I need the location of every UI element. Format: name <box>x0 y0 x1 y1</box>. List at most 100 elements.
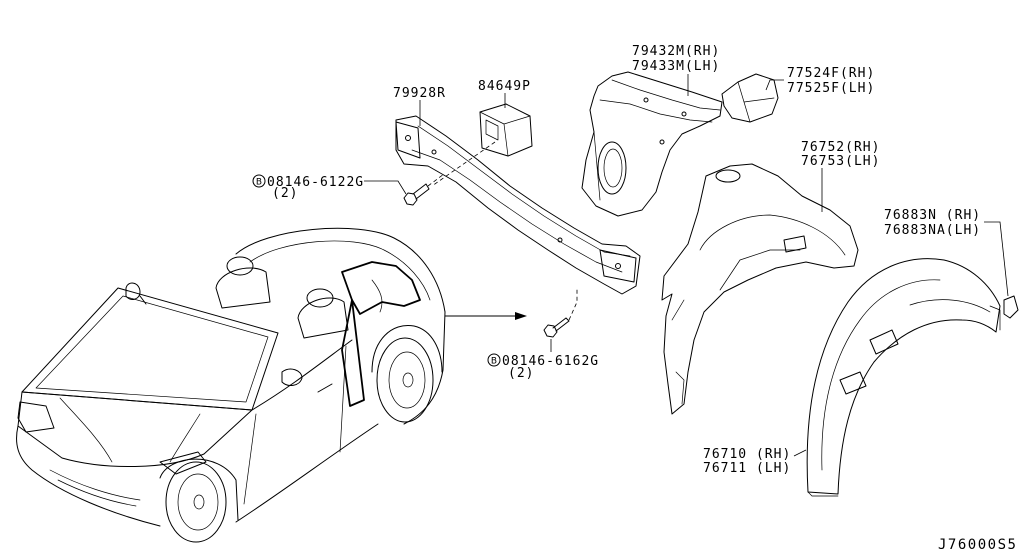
upper-panel-opening-inner <box>603 148 623 188</box>
car-left-headlight <box>17 401 55 433</box>
bracket-install-line <box>431 141 496 187</box>
bolt-upper-shank <box>412 183 430 200</box>
cross-member-hole <box>405 135 411 141</box>
inner-wheel-house-lh-label[interactable]: 76753(LH) <box>801 154 880 169</box>
cross-member-label[interactable]: 79928R <box>393 86 446 101</box>
wheel-house-liner-rh-label[interactable]: 76710 (RH) <box>703 447 791 462</box>
car-driver-headrest <box>306 288 334 308</box>
car-hood <box>17 391 253 468</box>
bolt-upper-install-line <box>427 173 445 187</box>
upper-bracket-part <box>721 73 779 123</box>
upper-panel-body <box>581 71 723 217</box>
bolt-upper-qty: (2) <box>272 186 298 201</box>
upper-bracket-rh-label[interactable]: 77524F(RH) <box>787 66 875 81</box>
upper-panel-lh-label[interactable]: 79433M(LH) <box>632 59 720 74</box>
car-rear-inner-structure-highlight <box>341 261 421 315</box>
upper-panel-hole <box>681 111 687 117</box>
wheel-house-liner-lh-label[interactable]: 76711 (LH) <box>703 461 791 476</box>
leader-bolt-upper <box>364 180 407 195</box>
upper-panel-opening <box>597 141 627 195</box>
car-rear-hub <box>402 372 414 388</box>
leader-lines <box>364 74 1009 457</box>
cross-member-hole <box>557 237 563 243</box>
upper-panel-side-edge <box>593 131 601 201</box>
car-rear-tire <box>376 337 434 423</box>
mount-bracket-body <box>479 103 533 157</box>
bolt-lower-install-line <box>568 288 578 321</box>
wheel-house-liner-flange <box>807 305 1001 497</box>
clip-rh-label[interactable]: 76883N (RH) <box>884 208 981 223</box>
car-front-tire <box>165 461 227 543</box>
upper-panel-rh-label[interactable]: 79432M(RH) <box>632 44 720 59</box>
car-illustration <box>16 227 446 543</box>
car-rocker-panel <box>235 423 379 523</box>
car-front-fender-arch <box>159 458 239 521</box>
car-rear-pillar-highlight <box>341 299 365 407</box>
bolt-upper-part <box>403 183 430 206</box>
car-rear-deck <box>235 227 446 313</box>
leader-upper-bracket <box>765 79 784 91</box>
cross-member-hole <box>615 263 621 269</box>
wheel-house-liner-body <box>806 258 1001 495</box>
leader-wheel-house-liner <box>793 449 807 457</box>
diagram-code: J76000S5 <box>938 537 1017 553</box>
bolt-lower-shank <box>552 317 570 332</box>
cross-member-end-bracket <box>599 249 637 283</box>
cross-member-hole <box>431 149 437 155</box>
wheel-house-liner-pad <box>869 329 899 355</box>
upper-panel-shelf <box>599 99 713 123</box>
car-front-rim <box>177 473 219 531</box>
clip-part <box>1003 295 1019 319</box>
bolt-lower-label[interactable]: 08146-6162G <box>502 354 599 369</box>
car-front-grille <box>49 469 141 507</box>
upper-bracket-lh-label[interactable]: 77525F(LH) <box>787 81 875 96</box>
inner-wheel-house-body <box>661 163 859 415</box>
car-right-mirror <box>281 368 303 386</box>
upper-panel-part <box>581 71 723 217</box>
inner-wheel-house-cap <box>715 169 741 183</box>
mount-bracket-part <box>479 103 533 157</box>
inner-wheel-house-arch <box>699 214 846 256</box>
car-passenger-headrest <box>226 256 254 276</box>
cross-member-body <box>395 115 641 295</box>
car-tonneau-line <box>249 240 431 301</box>
cross-member-start-plate <box>395 121 421 159</box>
inner-wheel-house-rh-label[interactable]: 76752(RH) <box>801 140 880 155</box>
car-driver-seat <box>297 297 349 339</box>
inner-wheel-house-pad <box>783 235 807 253</box>
wheel-house-liner-rib <box>909 299 991 313</box>
bolt-lower-qty: (2) <box>508 366 534 381</box>
car-windshield-glass <box>35 295 269 403</box>
car-rear-rim <box>388 351 426 409</box>
mount-bracket-edges <box>479 111 531 157</box>
bolt-upper-b-circle <box>252 174 266 188</box>
car-front-hub <box>193 494 205 510</box>
car-left-mirror <box>125 282 147 305</box>
car-passenger-seat <box>215 267 271 309</box>
car-door-front-edge <box>243 413 257 505</box>
car-hood-crease <box>59 397 201 463</box>
bolt-lower-b-circle <box>487 353 501 367</box>
clip-lh-label[interactable]: 76883NA(LH) <box>884 223 981 238</box>
cross-member-top-flange <box>417 125 631 257</box>
car-front-bumper <box>16 425 161 527</box>
car-door-handle <box>317 383 333 393</box>
reference-arrow <box>444 312 527 320</box>
upper-bracket-body <box>721 73 779 123</box>
wheel-house-liner-rib <box>821 279 941 471</box>
wheel-house-liner-part <box>806 258 1001 497</box>
car-door-rear-edge <box>339 345 347 453</box>
bolt-lower-callout[interactable]: B 08146-6162G (2) <box>487 353 599 381</box>
cross-member-part <box>395 115 641 295</box>
car-rear-fender <box>403 311 446 425</box>
car-right-headlight <box>159 451 207 475</box>
upper-panel-flange <box>611 79 721 111</box>
car-rear-inner-detail <box>371 279 383 313</box>
mount-bracket-label[interactable]: 84649P <box>478 79 531 94</box>
arrow-head <box>515 312 527 320</box>
mount-bracket-tab <box>485 119 499 141</box>
bolt-upper-label[interactable]: 08146-6122G <box>267 175 364 190</box>
bolt-upper-callout[interactable]: B 08146-6122G (2) <box>252 174 364 201</box>
car-rear-wheel-arch <box>371 324 443 373</box>
